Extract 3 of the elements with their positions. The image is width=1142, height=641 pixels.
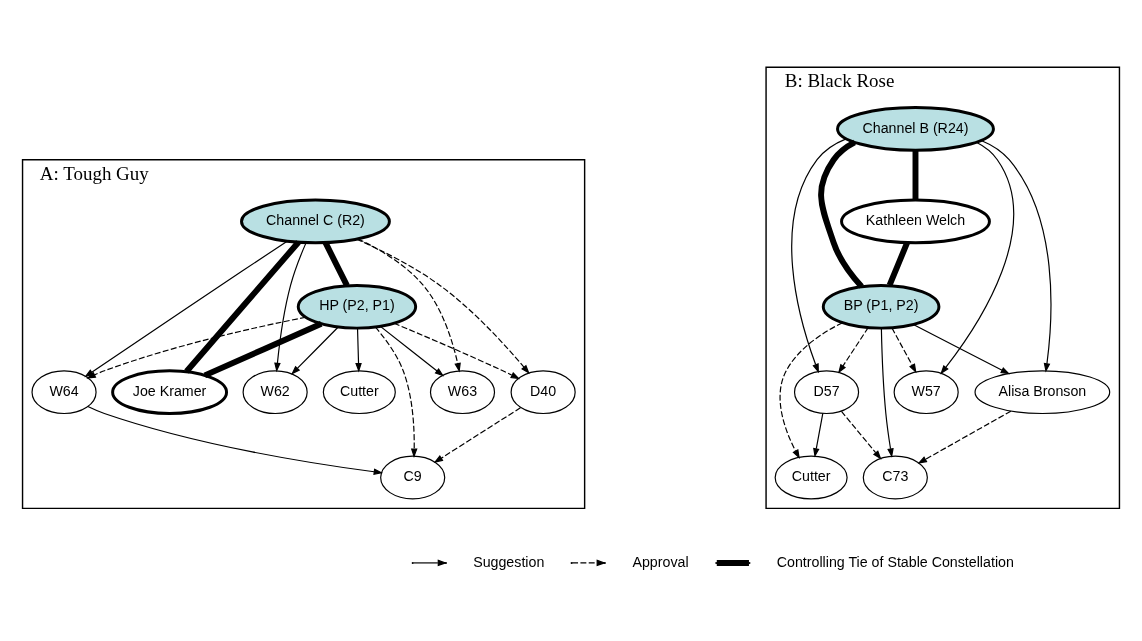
legend-label: Controlling Tie of Stable Constellation — [776, 553, 1014, 570]
legend-label: Approval — [632, 553, 689, 570]
legend-label: Suggestion — [473, 553, 545, 570]
